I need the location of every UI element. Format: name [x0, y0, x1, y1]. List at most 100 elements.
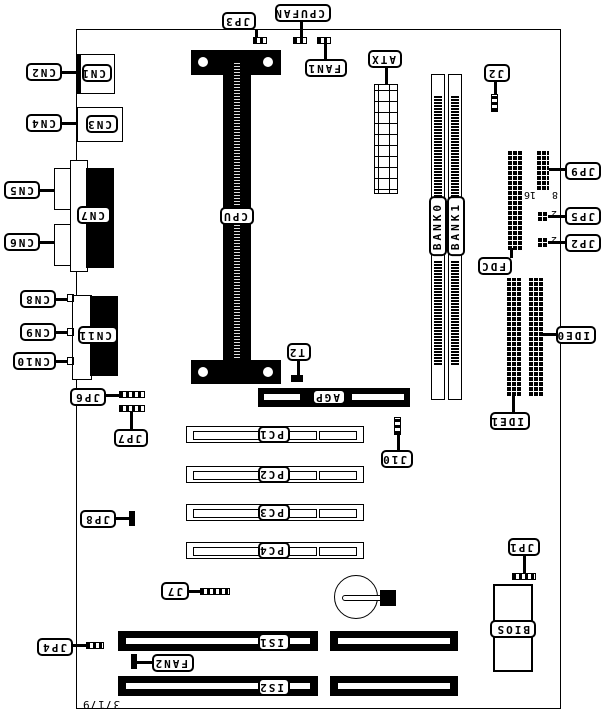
pointer-fan1	[324, 44, 327, 59]
pointer-jp5	[548, 215, 565, 218]
pointer-j2	[494, 82, 497, 94]
jp9-pin-marker-16: 16	[524, 189, 537, 200]
label-jp2: JP2	[565, 234, 601, 252]
battery-holder	[380, 590, 396, 606]
t2-sensor	[291, 375, 303, 382]
pointer-cn4	[62, 122, 76, 125]
cn8-jack	[67, 294, 74, 302]
label-pc1: PC1	[258, 426, 290, 443]
label-pc2: PC2	[258, 466, 290, 483]
label-cn7: CN7	[77, 206, 111, 224]
label-t2: T2	[287, 343, 311, 361]
label-is2: IS2	[258, 678, 290, 696]
label-j10: J10	[381, 450, 413, 468]
is1-slot-short	[330, 631, 458, 651]
cpu-mount-hole-4	[263, 367, 273, 377]
pointer-cn6	[40, 241, 54, 244]
label-jp8: JP8	[80, 510, 116, 528]
cn1-edge	[76, 54, 81, 94]
j2-header	[491, 94, 498, 112]
label-fan2: FAN2	[152, 654, 194, 672]
label-cpufan: CPUFAN	[273, 4, 331, 22]
label-cpu: CPU	[220, 207, 254, 225]
jp8-header	[129, 511, 135, 526]
cpu-mount-hole-1	[198, 57, 208, 67]
label-bios: BIOS	[490, 620, 536, 638]
label-jp5: JP5	[565, 207, 601, 225]
label-jp1: JP1	[508, 538, 540, 556]
label-jp7: JP7	[114, 429, 148, 447]
label-j2: J2	[484, 64, 510, 82]
fdc-header	[508, 150, 522, 250]
pointer-cn8	[56, 298, 68, 301]
pointer-jp4	[73, 644, 86, 647]
cn10-jack	[67, 357, 74, 365]
pointer-jp1	[523, 556, 526, 573]
jp2-header	[538, 238, 548, 247]
pointer-ide1	[512, 396, 515, 412]
cn9-jack	[67, 328, 74, 336]
jp1-header	[512, 573, 536, 580]
label-pc3: PC3	[258, 504, 290, 521]
pointer-cn9	[56, 331, 68, 334]
pointer-t2	[297, 361, 300, 375]
label-ide0: IDE0	[556, 326, 596, 344]
figure-number: 37179	[82, 698, 121, 711]
pointer-cn10	[56, 360, 68, 363]
pointer-cn2	[62, 71, 76, 74]
cpu-mount-hole-3	[198, 367, 208, 377]
label-ide1: IDE1	[490, 412, 530, 430]
atx-power-connector	[374, 84, 398, 194]
ide1-header	[507, 278, 521, 396]
pointer-fan2	[137, 661, 152, 664]
pointer-cpufan	[300, 22, 303, 37]
label-cn1: CN1	[80, 64, 112, 82]
pointer-jp7	[130, 412, 133, 429]
label-cn11: CN11	[78, 326, 118, 344]
label-fdc: FDC	[478, 257, 512, 275]
agp-slot-opening-1	[264, 394, 300, 400]
label-bank1: BANK1	[447, 196, 465, 257]
cn3-connector	[77, 107, 123, 142]
battery-clip	[342, 595, 382, 601]
pointer-cn5	[40, 189, 54, 192]
motherboard-outline	[76, 29, 561, 709]
label-bank0: BANK0	[429, 196, 447, 257]
pointer-atx	[385, 68, 388, 84]
label-pc4: PC4	[258, 542, 290, 559]
label-cn5: CN5	[4, 181, 40, 199]
cpufan-header	[293, 37, 307, 44]
jp7-header	[119, 405, 145, 412]
label-j7: J7	[161, 582, 189, 600]
label-jp3: JP3	[222, 12, 256, 30]
jp6-header	[119, 391, 145, 398]
j10-header	[394, 417, 401, 435]
jp3-header	[253, 37, 267, 44]
agp-slot-opening-2	[352, 394, 404, 400]
label-fan1: FAN1	[305, 59, 347, 77]
label-jp6: JP6	[70, 388, 106, 406]
pointer-jp3	[255, 30, 258, 37]
label-cn10: CN10	[13, 352, 56, 370]
jp9-header	[537, 150, 549, 190]
label-jp9: JP9	[565, 162, 601, 180]
pointer-jp8	[116, 517, 129, 520]
fan1-header	[317, 37, 331, 44]
label-cn9: CN9	[20, 323, 56, 341]
ide0-header	[529, 278, 543, 396]
pointer-jp2	[548, 241, 565, 244]
is2-slot-short	[330, 676, 458, 696]
pointer-jp9	[549, 168, 565, 171]
jp9-pin-marker-8: 8	[552, 189, 559, 200]
pointer-j10	[397, 435, 400, 450]
label-agp: AGP	[312, 389, 346, 405]
jp5-header	[538, 212, 548, 221]
label-is1: IS1	[258, 633, 290, 651]
label-cn6: CN6	[4, 233, 40, 251]
label-jp4: JP4	[37, 638, 73, 656]
pointer-fdc	[510, 248, 513, 258]
label-cn3: CN3	[86, 115, 118, 133]
pointer-jp6	[106, 394, 119, 397]
jp4-header	[86, 642, 104, 649]
label-cn8: CN8	[20, 290, 56, 308]
